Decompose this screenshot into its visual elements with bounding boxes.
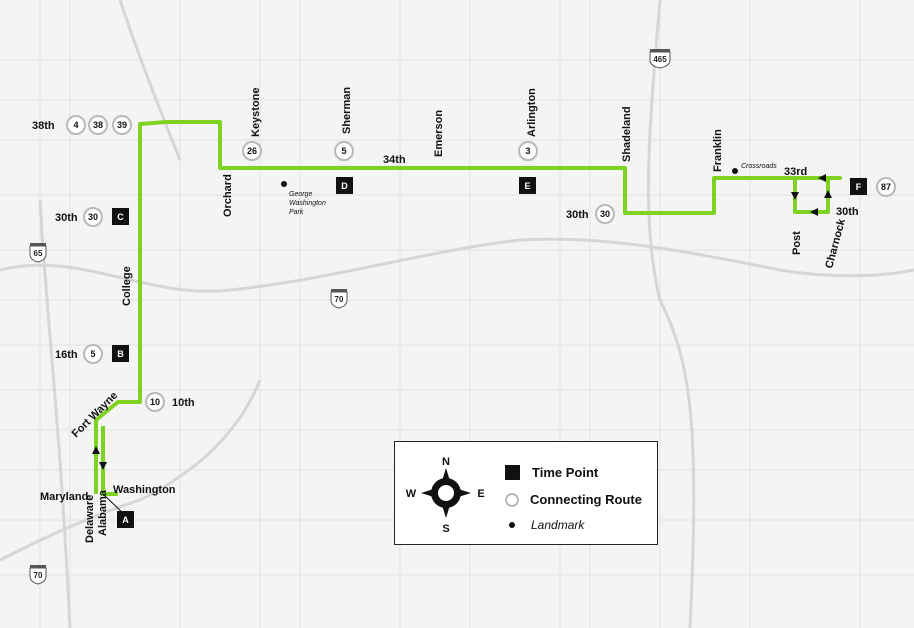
connecting-route-circle-icon bbox=[505, 492, 519, 507]
legend-item-landmark: Landmark bbox=[505, 518, 584, 532]
connecting-route-39: 39 bbox=[117, 120, 127, 130]
street-label-30th-east: 30th bbox=[566, 209, 589, 221]
arrow-left-icon bbox=[818, 174, 826, 182]
arrow-left-icon bbox=[810, 208, 818, 216]
arrow-down-icon bbox=[791, 192, 799, 200]
interstate-shield-70-sw: 70 bbox=[29, 565, 47, 585]
arrow-up-icon bbox=[92, 446, 100, 454]
compass-s: S bbox=[442, 523, 449, 535]
time-points bbox=[112, 177, 867, 528]
compass-w: W bbox=[406, 488, 417, 500]
street-label-shadeland: Shadeland bbox=[621, 106, 633, 162]
landmark-gw-park-1: George bbox=[289, 191, 312, 198]
connecting-route-30-west: 30 bbox=[88, 212, 98, 222]
street-label-30th-west: 30th bbox=[55, 212, 78, 224]
interstate-shield-465: 465 bbox=[649, 49, 671, 69]
time-point-A: A bbox=[122, 515, 129, 525]
svg-text:70: 70 bbox=[34, 571, 43, 580]
legend-connecting-route-label: Connecting Route bbox=[530, 492, 642, 507]
landmark-dot bbox=[732, 168, 738, 174]
street-label-10th: 10th bbox=[172, 397, 195, 409]
compass-rose-icon: N S W E bbox=[406, 456, 485, 535]
interstate-shield-70-mid: 70 bbox=[330, 289, 348, 309]
landmark-dot-icon bbox=[509, 522, 515, 528]
legend-item-time-point: Time Point bbox=[505, 465, 598, 480]
legend-item-connecting-route: Connecting Route bbox=[505, 492, 642, 507]
street-label-keystone: Keystone bbox=[250, 87, 262, 137]
landmark-gw-park-3: Park bbox=[289, 209, 304, 216]
arrow-down-icon bbox=[99, 462, 107, 470]
time-point-F: F bbox=[856, 182, 862, 192]
landmark-crossroads: Crossroads bbox=[741, 163, 777, 170]
street-label-emerson: Emerson bbox=[433, 110, 445, 157]
street-label-washington: Washington bbox=[113, 484, 176, 496]
connecting-route-5-16th: 5 bbox=[90, 349, 95, 359]
street-label-30th-f: 30th bbox=[836, 206, 859, 218]
connecting-routes bbox=[66, 115, 896, 412]
street-label-franklin: Franklin bbox=[712, 129, 724, 172]
connecting-route-3: 3 bbox=[525, 146, 530, 156]
street-label-16th: 16th bbox=[55, 349, 78, 361]
map-legend: N S W E Time Point Connecting Route Land… bbox=[394, 441, 658, 545]
svg-text:70: 70 bbox=[335, 295, 344, 304]
street-label-34th: 34th bbox=[383, 154, 406, 166]
time-point-C: C bbox=[117, 212, 124, 222]
connecting-route-5-sherman: 5 bbox=[341, 146, 346, 156]
legend-landmark-label: Landmark bbox=[531, 518, 585, 532]
connecting-route-30-east: 30 bbox=[600, 209, 610, 219]
svg-text:65: 65 bbox=[34, 249, 43, 258]
street-label-33rd: 33rd bbox=[784, 166, 807, 178]
connecting-route-4: 4 bbox=[73, 120, 78, 130]
street-label-orchard: Orchard bbox=[222, 174, 234, 217]
svg-text:465: 465 bbox=[653, 55, 667, 64]
arrow-up-icon bbox=[824, 190, 832, 198]
connecting-route-26: 26 bbox=[247, 146, 257, 156]
landmark-gw-park-2: Washington bbox=[289, 200, 326, 207]
time-point-square-icon bbox=[505, 465, 520, 480]
time-point-E: E bbox=[524, 181, 530, 191]
compass-n: N bbox=[442, 456, 450, 468]
street-label-charnock: Charnock bbox=[823, 217, 848, 270]
legend-time-point-label: Time Point bbox=[532, 465, 599, 480]
connecting-route-87: 87 bbox=[881, 182, 891, 192]
connecting-route-38: 38 bbox=[93, 120, 103, 130]
street-label-post: Post bbox=[791, 231, 803, 255]
interstate-shield-65: 65 bbox=[29, 243, 47, 263]
street-label-alabama: Alabama bbox=[97, 489, 109, 536]
street-label-delaware: Delaware bbox=[84, 495, 96, 543]
street-label-maryland: Maryland bbox=[40, 491, 88, 503]
connecting-route-10: 10 bbox=[150, 397, 160, 407]
street-label-arlington: Arlington bbox=[526, 88, 538, 137]
street-label-sherman: Sherman bbox=[341, 87, 353, 134]
time-point-B: B bbox=[117, 349, 124, 359]
street-label-college: College bbox=[121, 266, 133, 306]
route-line bbox=[94, 120, 842, 494]
street-label-38th: 38th bbox=[32, 120, 55, 132]
compass-e: E bbox=[477, 488, 484, 500]
landmark-dot bbox=[281, 181, 287, 187]
time-point-D: D bbox=[341, 181, 348, 191]
